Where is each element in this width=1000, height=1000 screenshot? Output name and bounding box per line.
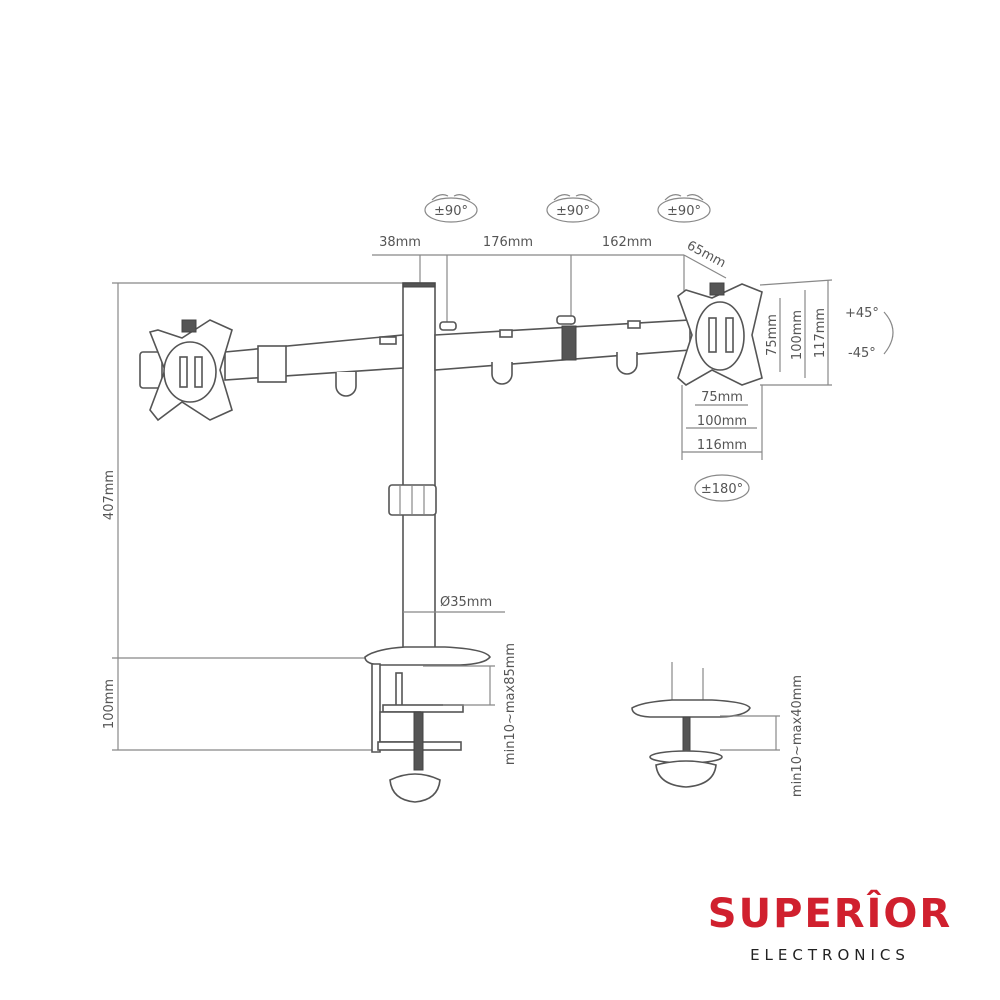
rotation-label-swivel: ±180° xyxy=(701,482,743,497)
dim-vesa-h-large: 100mm xyxy=(697,414,747,429)
grommet-mount: min10~max40mm xyxy=(631,662,805,797)
brand-logo: SUPERÎOR ELECTRONICS xyxy=(680,890,980,964)
desk-clamp: min10~max85mm xyxy=(364,643,518,803)
dim-plate-width: 116mm xyxy=(697,438,747,453)
dim-clamp-height: 100mm xyxy=(102,679,117,729)
tilt-indicator: +45° -45° xyxy=(845,306,894,361)
rotation-badge-swivel: ±180° xyxy=(694,474,750,502)
left-vesa-plate xyxy=(139,319,233,422)
dim-head-offset: 65mm xyxy=(684,238,728,271)
rotation-label-joint-3: ±90° xyxy=(667,204,701,219)
right-vesa-plate xyxy=(677,282,763,386)
dim-pole-diameter: Ø35mm xyxy=(440,595,492,610)
dim-vesa-h-small: 75mm xyxy=(701,390,743,405)
dim-arm-segment-1: 176mm xyxy=(483,235,533,250)
dim-clamp-range: min10~max85mm xyxy=(503,643,518,765)
rotation-badge-joint-1: ±90° xyxy=(424,194,478,223)
brand-name: SUPERÎOR xyxy=(707,891,953,937)
top-dimension-line: 38mm 176mm 162mm 65mm xyxy=(372,235,728,325)
dim-plate-height: 117mm xyxy=(813,308,828,358)
dim-vesa-v-small: 75mm xyxy=(765,314,780,356)
rotation-badge-joint-3: ±90° xyxy=(657,194,711,223)
vesa-dimensions: 75mm 100mm 117mm 75mm 100mm 116mm xyxy=(681,279,833,460)
tilt-up-label: +45° xyxy=(845,306,879,321)
brand-subtitle: ELECTRONICS xyxy=(750,946,910,964)
dim-grommet-range: min10~max40mm xyxy=(790,675,805,797)
arm-assembly xyxy=(224,315,691,397)
rotation-badge-joint-2: ±90° xyxy=(546,194,600,223)
rotation-label-joint-1: ±90° xyxy=(434,204,468,219)
dim-pole-offset: 38mm xyxy=(379,235,421,250)
dim-total-height: 407mm xyxy=(102,470,117,520)
tilt-down-label: -45° xyxy=(848,346,876,361)
pole: Ø35mm xyxy=(388,282,505,659)
dim-arm-segment-2: 162mm xyxy=(602,235,652,250)
height-dimension: 407mm 100mm xyxy=(102,282,420,751)
rotation-label-joint-2: ±90° xyxy=(556,204,590,219)
dim-vesa-v-large: 100mm xyxy=(790,310,805,360)
